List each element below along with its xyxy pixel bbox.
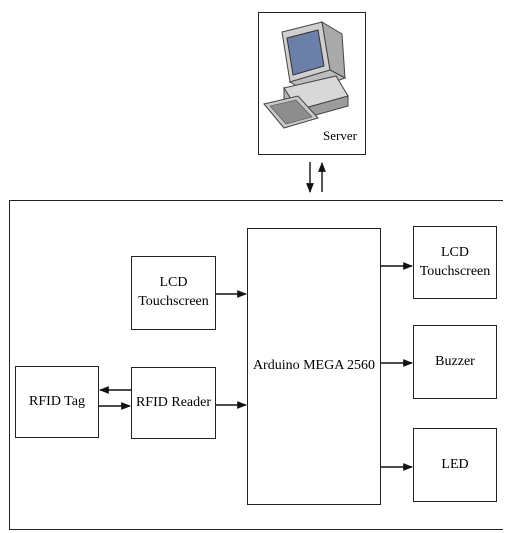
arduino-mega-label: Arduino MEGA 2560 — [253, 357, 375, 376]
lcd-touchscreen-input-box: LCD Touchscreen — [131, 256, 216, 330]
server-label: Server — [323, 128, 357, 144]
rfid-tag-label: RFID Tag — [29, 393, 85, 412]
led-label: LED — [441, 456, 468, 475]
lcd-touchscreen-output-label: LCD Touchscreen — [420, 244, 491, 282]
arduino-mega-box: Arduino MEGA 2560 — [247, 228, 381, 505]
led-box: LED — [413, 428, 497, 502]
lcd-touchscreen-output-box: LCD Touchscreen — [413, 226, 497, 299]
buzzer-box: Buzzer — [413, 325, 497, 399]
rfid-reader-label: RFID Reader — [136, 394, 211, 413]
lcd-touchscreen-input-label: LCD Touchscreen — [138, 274, 209, 312]
buzzer-label: Buzzer — [435, 353, 475, 372]
rfid-reader-box: RFID Reader — [131, 367, 216, 439]
rfid-tag-box: RFID Tag — [15, 366, 99, 438]
